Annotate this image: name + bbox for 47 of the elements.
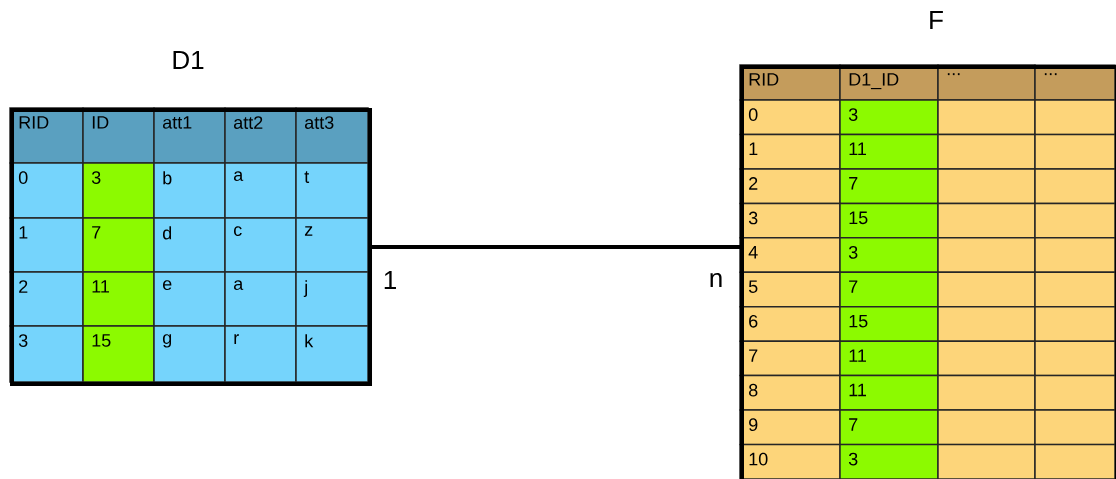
table-cell: 8 (739, 374, 841, 411)
table-cell: a (224, 162, 297, 219)
table-cell: 15 (82, 325, 155, 383)
table-cell: 7 (739, 340, 841, 377)
table-cell: 3 (739, 202, 841, 239)
table-cell: 3 (839, 237, 939, 273)
node-label: D1 (173, 51, 204, 69)
table-cell: 5 (739, 271, 841, 308)
table-cell: 2 (9, 271, 84, 327)
table-cell: 11 (839, 374, 939, 411)
table-cell: k (295, 325, 369, 383)
table-cell: 7 (82, 217, 155, 273)
table-cell: 9 (739, 409, 841, 446)
table-cell: a (224, 271, 297, 327)
table-cell: 1 (9, 217, 84, 273)
table-cell: 10 (739, 443, 841, 479)
table-cell: 11 (839, 133, 939, 170)
table-cell: 3 (839, 443, 939, 479)
table-cell: 7 (839, 168, 939, 205)
table-cell: 3 (9, 325, 84, 383)
table-cell: t (295, 162, 369, 219)
connector-line (372, 245, 740, 249)
cardinality-label: 1 (384, 271, 396, 289)
table-cell: 4 (739, 237, 841, 273)
table-cell: g (153, 325, 226, 383)
table-cell: b (153, 162, 226, 219)
table-cell: 0 (739, 99, 841, 136)
table-cell: 3 (839, 99, 939, 136)
table-cell: 15 (839, 305, 939, 342)
node-label: F (930, 11, 943, 29)
table-cell: c (224, 217, 297, 273)
table-cell: 7 (839, 409, 939, 446)
table-cell: 15 (839, 202, 939, 239)
table-cell: z (295, 217, 369, 273)
table-cell: 11 (82, 271, 155, 327)
table-cell: 2 (739, 168, 841, 205)
table-cell: att3 (295, 107, 369, 164)
cardinality-label: n (710, 273, 722, 287)
table-cell: 11 (839, 340, 939, 377)
table-cell: 1 (739, 133, 841, 170)
table-cell: 6 (739, 305, 841, 342)
table-cell: e (153, 271, 226, 327)
table-cell: 3 (82, 162, 155, 219)
table-cell: r (224, 325, 297, 383)
table-cell: j (295, 271, 369, 327)
table-cell: 7 (839, 271, 939, 308)
table-cell: d (153, 217, 226, 273)
